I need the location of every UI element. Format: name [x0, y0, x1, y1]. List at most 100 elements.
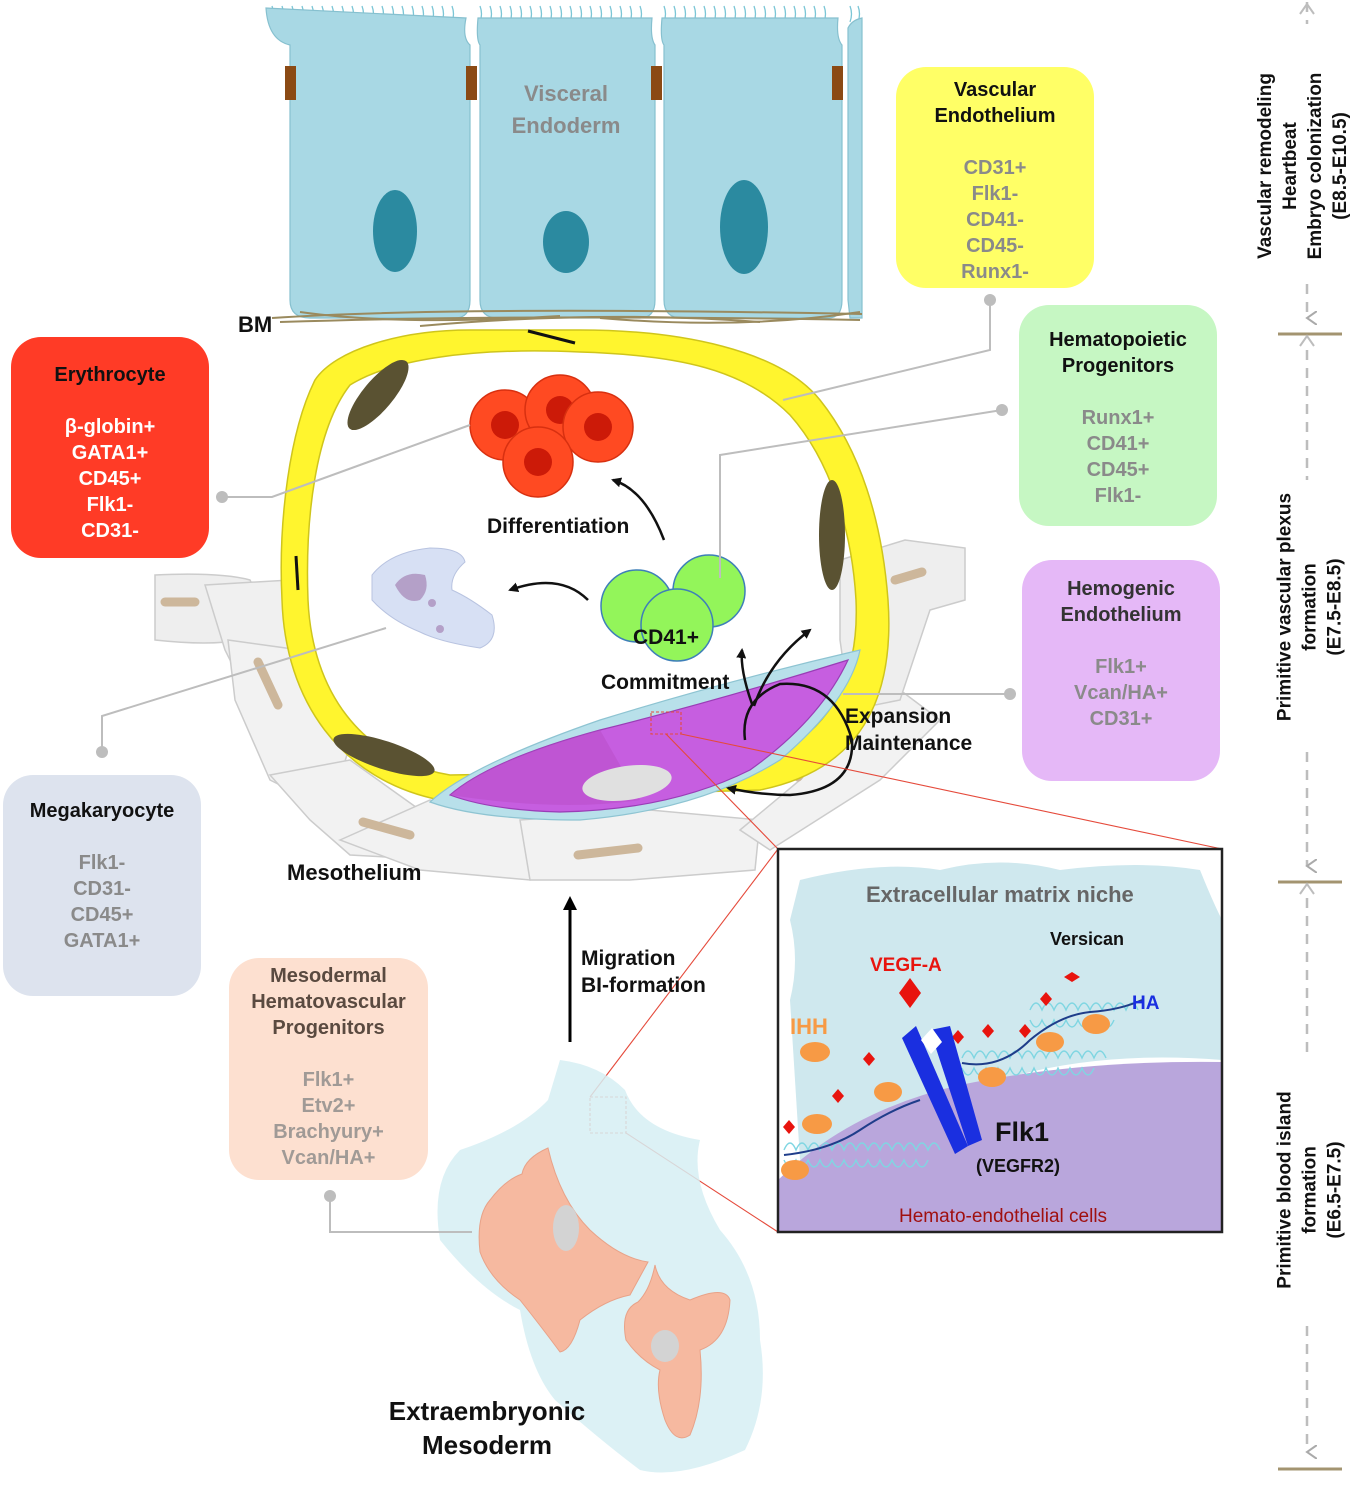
marker: CD31- — [81, 520, 139, 542]
expansion-maintenance-label: Expansion Maintenance — [845, 703, 972, 757]
cd41-label: CD41+ — [633, 626, 699, 649]
marker: Vcan/HA+ — [1074, 682, 1168, 704]
vegfr2-label: (VEGFR2) — [976, 1156, 1061, 1176]
migration-label: Migration BI-formation — [581, 945, 706, 999]
box-title: Hematopoietic — [1049, 329, 1187, 351]
hemogenic-endothelial-cell — [428, 649, 861, 821]
label-line: Endoderm — [511, 113, 621, 138]
marker: Flk1+ — [302, 1069, 355, 1091]
hemato-endothelial-label: Hemato-endothelial cells — [899, 1206, 1108, 1227]
marker: CD45+ — [78, 468, 142, 490]
label-line: Maintenance — [845, 732, 973, 755]
differentiation-label: Differentiation — [487, 515, 630, 538]
marker: Runx1+ — [1081, 407, 1155, 429]
spacer — [896, 129, 1094, 155]
ecm-niche-title: Extracellular matrix niche — [866, 882, 1134, 907]
timeline-line: (E7.5-E8.5) — [1324, 558, 1346, 656]
marker: Flk1- — [86, 494, 134, 516]
marker: CD45+ — [70, 904, 134, 926]
marker: Runx1- — [961, 261, 1029, 283]
marker: CD45- — [966, 235, 1024, 257]
marker: CD41+ — [1086, 433, 1150, 455]
visceral-endoderm-label: Visceral Endoderm — [466, 78, 666, 142]
label-line: Visceral — [523, 81, 608, 106]
process-arrows — [508, 477, 854, 797]
spacer — [1022, 628, 1220, 654]
label-line: Mesoderm — [421, 1430, 553, 1460]
timeline-line: Primitive vascular plexus — [1274, 492, 1296, 722]
ecm-niche-inset — [776, 847, 1224, 1234]
marker: CD45+ — [1086, 459, 1150, 481]
erythrocyte-box: Erythrocyte β-globin+ GATA1+ CD45+ Flk1-… — [11, 337, 209, 558]
ihh-label: IHH — [790, 1014, 828, 1039]
extraembryonic-mesoderm-label: Extraembryonic Mesoderm — [362, 1394, 612, 1462]
vascular-endothelium-ring — [280, 329, 890, 801]
ha-label: HA — [1132, 993, 1160, 1014]
connector-dots — [96, 294, 1016, 1202]
timeline-stage-2: Primitive vascular plexus formation (E7.… — [1273, 493, 1348, 721]
hemogenic-endothelium-box: Hemogenic Endothelium Flk1+ Vcan/HA+ CD3… — [1022, 560, 1220, 781]
marker: Flk1- — [78, 852, 126, 874]
spacer — [229, 1041, 428, 1067]
mesothelium-label: Mesothelium — [287, 860, 422, 885]
megakaryocyte-box: Megakaryocyte Flk1- CD31- CD45+ GATA1+ — [3, 775, 201, 996]
box-title: Endothelium — [1060, 604, 1182, 626]
box-title: Mesodermal — [270, 965, 387, 987]
commitment-label: Commitment — [601, 671, 730, 694]
marker: Flk1- — [1094, 485, 1142, 507]
marker: Brachyury+ — [273, 1121, 384, 1143]
marker: Etv2+ — [301, 1095, 356, 1117]
marker: GATA1+ — [71, 442, 149, 464]
box-title: Hemogenic — [1067, 578, 1175, 600]
timeline-line: Primitive blood island — [1274, 1091, 1296, 1289]
box-title: Progenitors — [1061, 355, 1175, 377]
flk1-receptor — [902, 1026, 982, 1154]
megakaryocyte-cell — [371, 547, 495, 649]
mesodermal-progenitors-box: Mesodermal Hematovascular Progenitors Fl… — [229, 958, 428, 1180]
marker: CD31+ — [1089, 708, 1153, 730]
basement-membrane — [271, 309, 863, 327]
vegfa-label: VEGF-A — [870, 955, 942, 976]
timeline-line: formation — [1299, 563, 1321, 651]
visceral-endoderm — [265, 5, 863, 319]
marker: GATA1+ — [63, 930, 141, 952]
box-title: Megakaryocyte — [29, 800, 175, 822]
timeline-line: (E6.5-E7.5) — [1324, 1141, 1346, 1239]
flk1-label: Flk1 — [995, 1117, 1050, 1147]
timeline-line: Vascular remodeling — [1255, 73, 1276, 259]
marker: CD41- — [966, 209, 1024, 231]
box-title: Hematovascular — [251, 991, 406, 1013]
timeline-stage-3: Primitive blood island formation (E6.5-E… — [1273, 1091, 1348, 1288]
label-line: Extraembryonic — [388, 1396, 586, 1426]
erythrocyte-cluster — [469, 374, 634, 498]
marker: CD31+ — [963, 157, 1027, 179]
marker: Flk1- — [971, 183, 1019, 205]
label-line: BI-formation — [581, 974, 706, 997]
label-line: Migration — [581, 947, 676, 970]
timeline-line: (E8.5-E10.5) — [1330, 112, 1351, 220]
timeline-line: Heartbeat — [1280, 122, 1301, 210]
bm-label: BM — [238, 312, 273, 337]
spacer — [1019, 379, 1217, 405]
vascular-endothelium-box: Vascular Endothelium CD31+ Flk1- CD41- C… — [896, 67, 1094, 288]
timeline — [1278, 2, 1342, 1471]
spacer — [3, 824, 201, 850]
box-title: Endothelium — [934, 105, 1056, 127]
box-title: Progenitors — [272, 1017, 385, 1039]
timeline-stage-1: Vascular remodeling Heartbeat Embryo col… — [1253, 73, 1353, 260]
timeline-line: formation — [1299, 1146, 1321, 1234]
timeline-line: Embryo colonization — [1305, 72, 1326, 260]
marker: Flk1+ — [1095, 656, 1147, 678]
marker: β-globin+ — [64, 416, 156, 438]
inset-zoom-lines — [589, 711, 1223, 1233]
cd41-progenitor-cluster — [600, 554, 746, 662]
connector-lines — [101, 300, 1010, 1233]
spacer — [11, 388, 209, 414]
label-line: Expansion — [845, 705, 952, 728]
marker: Vcan/HA+ — [281, 1147, 376, 1169]
box-title: Erythrocyte — [54, 364, 166, 386]
hematopoietic-progenitors-box: Hematopoietic Progenitors Runx1+ CD41+ C… — [1019, 305, 1217, 526]
box-title: Vascular — [953, 79, 1037, 101]
